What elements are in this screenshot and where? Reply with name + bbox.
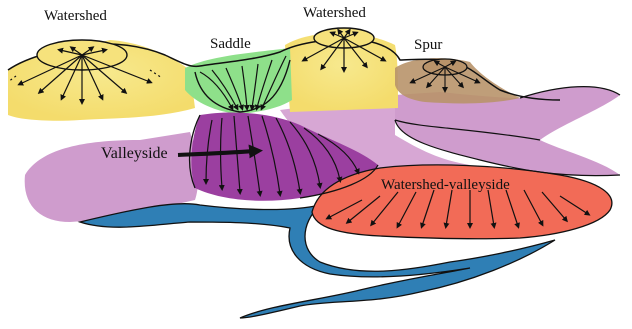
label-watershed-left: Watershed — [44, 8, 107, 24]
watershed-valleyside-area — [312, 165, 612, 239]
label-saddle: Saddle — [210, 36, 251, 52]
label-spur: Spur — [414, 37, 442, 53]
label-watershed-valleyside: Watershed-valleyside — [381, 177, 510, 193]
label-watershed-right: Watershed — [303, 5, 366, 21]
saddle-area — [185, 48, 292, 114]
label-valleyside: Valleyside — [101, 145, 168, 162]
